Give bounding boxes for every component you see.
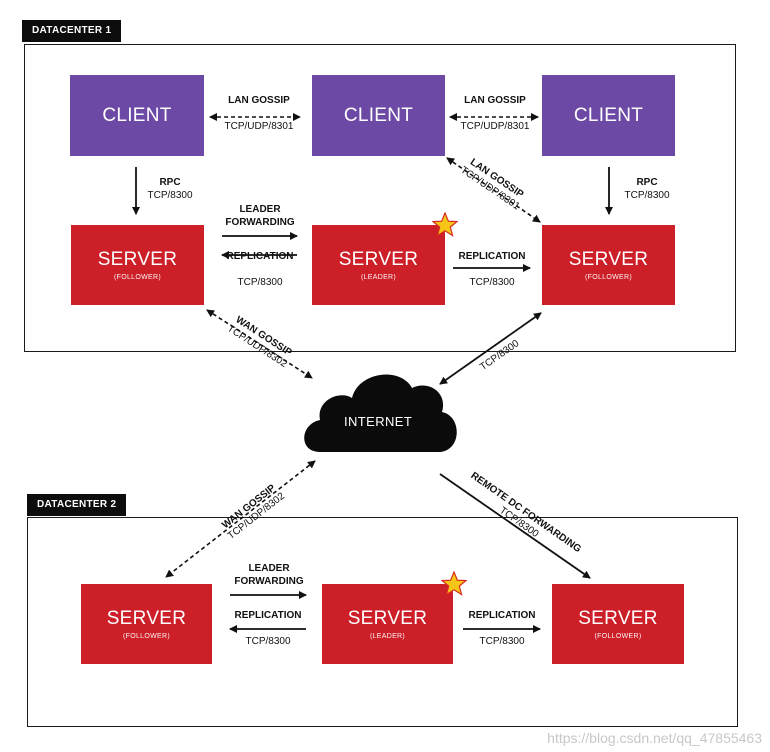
dc2-replication-label-left: REPLICATION TCP/8300	[222, 609, 314, 648]
dc2-replication-label-right: REPLICATION TCP/8300	[456, 609, 548, 648]
replication-title: REPLICATION	[226, 251, 294, 262]
dc1-leader-forwarding-label: LEADER FORWARDING	[222, 203, 298, 229]
node-role: (LEADER)	[360, 274, 397, 281]
dc1-server-follower-1: SERVER (FOLLOWER)	[71, 225, 204, 305]
rpc-port: TCP/8300	[624, 190, 670, 201]
node-role: (FOLLOWER)	[585, 274, 632, 281]
dc1-replication-label-right: REPLICATION TCP/8300	[446, 250, 538, 289]
leader-forwarding-title: LEADER FORWARDING	[225, 204, 295, 228]
node-title: SERVER	[347, 608, 428, 629]
lan-gossip-port: TCP/UDP/8301	[224, 121, 294, 132]
node-role: (FOLLOWER)	[114, 274, 161, 281]
dc1-server-leader: SERVER (LEADER)	[312, 225, 445, 305]
node-role: (LEADER)	[369, 633, 406, 640]
node-title: CLIENT	[102, 104, 172, 126]
rpc-title: RPC	[159, 177, 181, 188]
internet-cloud	[304, 374, 457, 452]
replication-title: REPLICATION	[458, 251, 526, 262]
datacenter-1-frame	[24, 44, 736, 352]
node-role: (FOLLOWER)	[594, 633, 642, 640]
replication-port: TCP/8300	[245, 636, 291, 647]
leader-star-icon	[432, 212, 458, 237]
dc1-server-follower-2: SERVER (FOLLOWER)	[542, 225, 675, 305]
rpc-label-1: RPC TCP/8300	[142, 176, 198, 202]
lan-gossip-label-2: LAN GOSSIP TCP/UDP/8301	[448, 94, 542, 133]
node-title: SERVER	[338, 249, 419, 270]
leader-star-icon	[441, 571, 467, 596]
datacenter-1-label: DATACENTER 1	[22, 20, 122, 42]
replication-port: TCP/8300	[237, 277, 283, 288]
node-title: SERVER	[578, 608, 658, 629]
dc2-server-leader: SERVER (LEADER)	[322, 584, 453, 664]
dc2-server-follower-2: SERVER (FOLLOWER)	[552, 584, 684, 664]
replication-title: REPLICATION	[468, 610, 536, 621]
node-title: SERVER	[97, 249, 178, 270]
datacenter-2-frame	[27, 517, 738, 727]
replication-port: TCP/8300	[469, 277, 515, 288]
leader-forwarding-title: LEADER FORWARDING	[234, 563, 304, 587]
datacenter-2-label: DATACENTER 2	[27, 494, 127, 516]
dc1-internet-link-arrow	[439, 312, 542, 385]
internet-label: INTERNET	[344, 414, 413, 429]
rpc-label-2: RPC TCP/8300	[618, 176, 676, 202]
lan-gossip-title: LAN GOSSIP	[228, 95, 290, 106]
lan-gossip-diagonal-arrow	[446, 157, 541, 223]
lan-gossip-title: LAN GOSSIP	[464, 95, 526, 106]
node-title: SERVER	[568, 249, 649, 270]
node-title: SERVER	[106, 608, 187, 629]
replication-title: REPLICATION	[234, 610, 302, 621]
dc2-wan-gossip-arrow	[165, 460, 316, 578]
node-role: (FOLLOWER)	[123, 633, 170, 640]
rpc-port: TCP/8300	[147, 190, 193, 201]
dc1-replication-label-left: REPLICATION TCP/8300	[214, 250, 306, 289]
dc1-client-1: CLIENT	[70, 75, 204, 156]
dc2-server-follower-1: SERVER (FOLLOWER)	[81, 584, 212, 664]
dc2-leader-forwarding-label: LEADER FORWARDING	[229, 562, 309, 588]
lan-gossip-port: TCP/UDP/8301	[460, 121, 530, 132]
lan-gossip-label-1: LAN GOSSIP TCP/UDP/8301	[212, 94, 306, 133]
remote-dc-forwarding-arrow	[439, 473, 591, 579]
node-title: CLIENT	[573, 104, 644, 126]
dc1-client-3: CLIENT	[542, 75, 675, 156]
rpc-title: RPC	[636, 177, 658, 188]
replication-port: TCP/8300	[479, 636, 525, 647]
node-title: CLIENT	[343, 104, 414, 126]
dc1-client-2: CLIENT	[312, 75, 445, 156]
watermark-text: https://blog.csdn.net/qq_47855463	[547, 730, 762, 746]
